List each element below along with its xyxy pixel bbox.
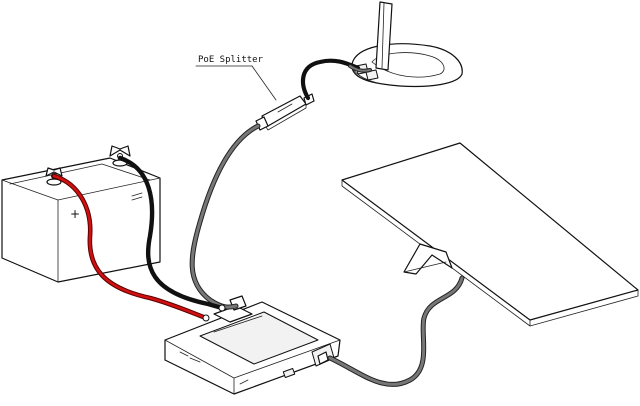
power-supply-unit — [164, 295, 341, 395]
negative-ring-terminal — [218, 304, 226, 312]
router-power-lead — [349, 65, 371, 72]
psu-to-solar-cable — [328, 276, 464, 386]
battery-positive-terminal — [45, 167, 63, 186]
poe-splitter — [255, 93, 315, 131]
poe-splitter-callout: PoE Splitter — [195, 55, 277, 101]
battery: + — [1, 157, 161, 283]
solar-panel — [341, 142, 639, 327]
router — [351, 1, 463, 88]
callout-label: PoE Splitter — [198, 55, 264, 65]
negative-power-cable — [118, 156, 224, 310]
splitter-to-router-cable — [301, 59, 360, 100]
positive-power-cable — [52, 174, 208, 320]
splitter-to-psu-cable — [190, 124, 260, 309]
battery-positive-symbol: + — [70, 207, 80, 221]
positive-ring-terminal — [202, 314, 210, 322]
